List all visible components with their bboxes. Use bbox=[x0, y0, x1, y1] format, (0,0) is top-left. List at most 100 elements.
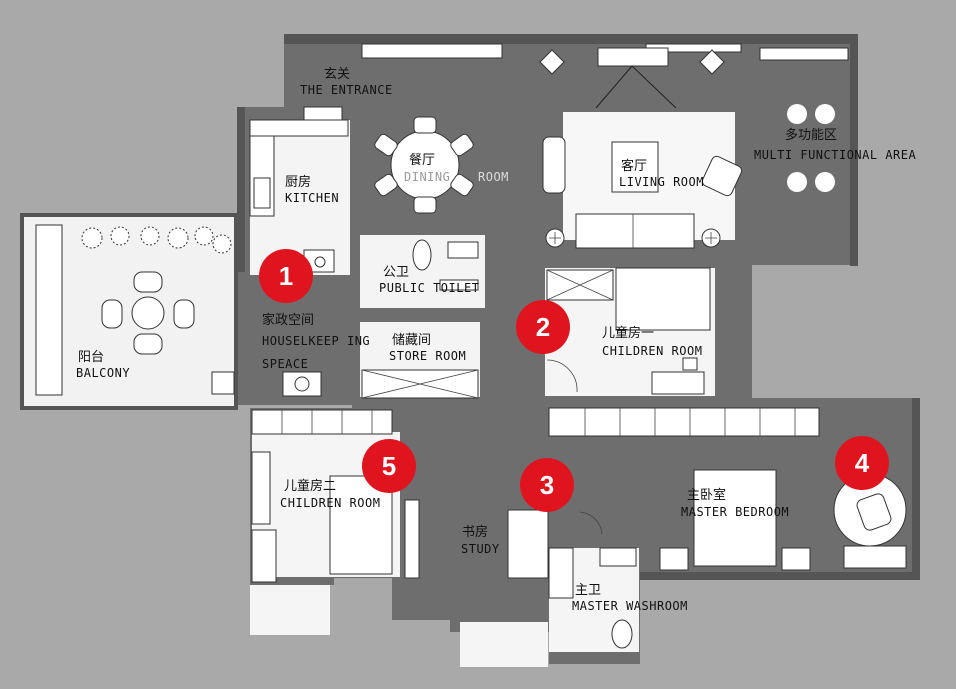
dining-chair bbox=[450, 173, 474, 197]
desk bbox=[651, 371, 705, 395]
wall-right-bottom bbox=[912, 398, 920, 580]
kitchen-en: KITCHEN bbox=[285, 191, 339, 205]
master-washroom: 主卫 MASTER WASHROOM bbox=[548, 511, 687, 649]
shoe-cabinet bbox=[303, 106, 343, 122]
balcony-chair bbox=[101, 299, 123, 329]
stool bbox=[815, 104, 835, 124]
decor-diamond-2 bbox=[699, 49, 725, 75]
wardrobe-master bbox=[548, 407, 820, 437]
multi-zh: 多功能区 bbox=[785, 127, 837, 143]
study-zh: 书房 bbox=[462, 524, 488, 540]
marker-circle bbox=[520, 458, 574, 512]
toilet-sink bbox=[447, 241, 479, 259]
balcony-cabinet bbox=[35, 224, 63, 396]
children1-en: CHILDREN ROOM bbox=[602, 344, 702, 358]
dining-chair bbox=[374, 173, 398, 197]
balcony-en: BALCONY bbox=[76, 366, 130, 380]
marker-2: 2 bbox=[516, 300, 570, 354]
dining-chair bbox=[374, 133, 398, 157]
balcony-zh: 阳台 bbox=[78, 350, 104, 365]
desk-chair bbox=[682, 357, 698, 371]
nightstand bbox=[781, 547, 811, 571]
plant-icon bbox=[167, 227, 189, 249]
kitchen-counter bbox=[249, 119, 349, 137]
bed bbox=[615, 267, 711, 331]
marker-5: 5 bbox=[362, 439, 416, 493]
wash-toilet bbox=[611, 619, 633, 649]
sofa bbox=[575, 213, 695, 249]
children2-en: CHILDREN ROOM bbox=[280, 496, 380, 510]
side-cabinet bbox=[251, 451, 271, 525]
top-window bbox=[361, 43, 503, 59]
marker-4: 4 bbox=[835, 436, 889, 490]
coffee-table bbox=[611, 141, 659, 193]
housekeeping-zh: 家政空间 bbox=[262, 312, 314, 328]
toilet-en: PUBLIC TOILET bbox=[379, 281, 479, 295]
plant-icon bbox=[81, 227, 103, 249]
kitchen: 厨房 KITCHEN bbox=[249, 119, 349, 273]
entrance-zh: 玄关 bbox=[324, 67, 350, 82]
side-chair bbox=[542, 136, 566, 194]
children-room-1: 儿童房一 CHILDREN ROOM bbox=[546, 267, 711, 395]
children-room-2: 儿童房二 CHILDREN ROOM bbox=[251, 451, 393, 583]
plant-icon bbox=[140, 226, 160, 246]
multi-window bbox=[759, 47, 849, 61]
multi-floor bbox=[760, 48, 850, 253]
wardrobes bbox=[251, 407, 820, 437]
balcony-chair bbox=[133, 271, 163, 293]
wardrobe-children2-lines bbox=[281, 410, 373, 434]
left-bottom bbox=[250, 585, 330, 635]
dining-chair bbox=[413, 116, 437, 134]
marker-3: 3 bbox=[520, 458, 574, 512]
balcony: 阳台 BALCONY bbox=[35, 224, 232, 396]
washer-drum bbox=[294, 376, 310, 392]
decor-diamond bbox=[539, 49, 565, 75]
study-shelf bbox=[404, 499, 420, 579]
marker-label: 1 bbox=[279, 261, 293, 291]
marker-circle bbox=[362, 439, 416, 493]
markers: 1 2 3 4 5 bbox=[259, 249, 889, 512]
top-windows bbox=[361, 43, 849, 109]
nightstand bbox=[659, 547, 689, 571]
dining-chair bbox=[413, 196, 437, 214]
washroom-zh: 主卫 bbox=[575, 583, 601, 598]
toilet-zh: 公卫 bbox=[383, 265, 409, 280]
children1-zh: 儿童房一 bbox=[602, 325, 654, 341]
wash-door-swing bbox=[579, 511, 603, 535]
kitchen-zh: 厨房 bbox=[285, 174, 311, 190]
living-room: 客厅 LIVING ROOM bbox=[542, 136, 743, 249]
multi-functional-area: 多功能区 MULTI FUNCTIONAL AREA bbox=[754, 104, 916, 192]
bed-2 bbox=[329, 475, 393, 575]
marker-1: 1 bbox=[259, 249, 313, 303]
study-en: STUDY bbox=[461, 542, 500, 556]
balcony-wall bbox=[20, 213, 238, 410]
housekeeping-space: 家政空间 HOUSELKEEP ING SPEACE bbox=[211, 312, 370, 397]
stool bbox=[815, 172, 835, 192]
desk-2 bbox=[251, 529, 277, 583]
children2-zh: 儿童房二 bbox=[284, 478, 336, 494]
store-zh: 储藏间 bbox=[392, 333, 431, 348]
study-bottom bbox=[460, 622, 548, 667]
wall-top bbox=[284, 34, 858, 44]
living-en: LIVING ROOM bbox=[619, 175, 704, 189]
balcony-chair bbox=[173, 299, 195, 329]
wall-left bbox=[237, 107, 245, 272]
store-shelf-lines bbox=[361, 369, 479, 399]
vanity bbox=[599, 547, 637, 567]
armchair bbox=[701, 155, 743, 197]
study-desk bbox=[507, 509, 549, 579]
plant-icon bbox=[212, 234, 232, 254]
dining-en-a: DINING bbox=[404, 170, 450, 184]
housekeeping-en-a: HOUSELKEEP ING bbox=[262, 334, 370, 348]
dining-zh: 餐厅 bbox=[409, 152, 435, 168]
entrance: 玄关 THE ENTRANCE bbox=[300, 67, 392, 122]
housekeeping-en-b: SPEACE bbox=[262, 357, 308, 371]
marker-circle bbox=[835, 436, 889, 490]
toilet-shower bbox=[439, 279, 479, 291]
store-en: STORE ROOM bbox=[389, 349, 466, 363]
master-bed-zh: 主卧室 bbox=[687, 487, 726, 503]
door-swing bbox=[546, 359, 578, 393]
store-room: 储藏间 STORE ROOM bbox=[361, 333, 479, 399]
multi-en: MULTI FUNCTIONAL AREA bbox=[754, 148, 916, 162]
marker-circle bbox=[259, 249, 313, 303]
